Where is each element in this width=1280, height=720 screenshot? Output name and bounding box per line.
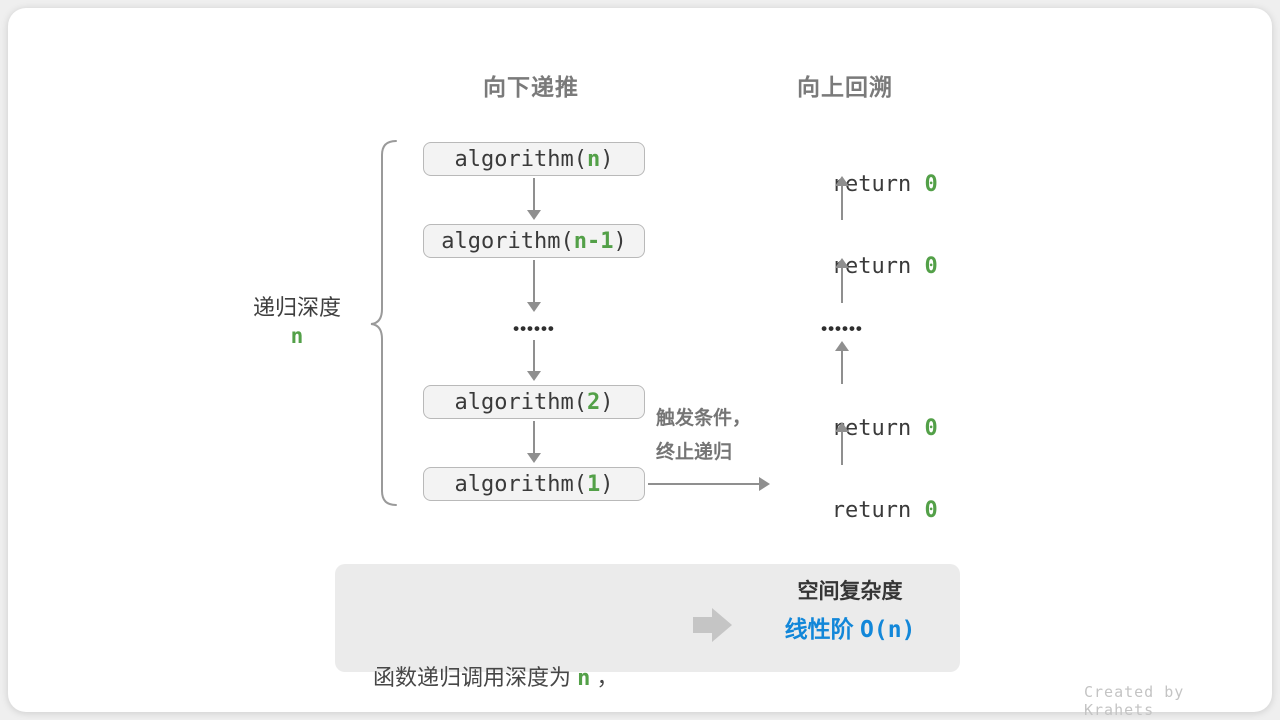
space-complexity-value: 线性阶 O(n) [760,608,940,651]
depth-brace [370,140,397,506]
code-text: algorithm( [454,146,587,172]
code-text: ) [600,471,614,497]
trigger-label: 触发条件， 终止递归 [656,402,776,470]
arrowhead-right-icon [759,477,770,491]
summary-text: 函数递归调用深度为 n ， 共使用 O(n) 的栈帧空间 [373,580,703,720]
diagram-card: 向下递推 向上回溯 递归深度 n algorithm(n) algorithm(… [8,8,1272,719]
header-upward-backtracking: 向上回溯 [797,74,893,100]
code-text: ) [600,146,614,172]
arrow-shaft [840,268,844,303]
stack-box-n-1: algorithm(n-1) [423,224,645,258]
up-arrow [835,422,849,465]
arrow-shaft [532,178,536,210]
right-arrow [648,477,770,491]
arrowhead-up-icon [835,341,849,351]
ellipsis-right: •••••• [821,319,863,338]
return-row: return 0 [745,147,945,197]
code-return-value: 0 [924,254,938,279]
code-text: ) [613,228,627,254]
summary-line1: 函数递归调用深度为 n ， [373,658,703,698]
code-arg: 2 [586,389,601,415]
up-arrow [835,341,849,384]
summary-line1-var: n [577,666,591,691]
header-downward-recursion: 向下递推 [483,74,579,100]
arrow-shaft [648,482,759,486]
stack-box-1: algorithm(1) [423,467,645,501]
code-arg: n [586,146,601,172]
code-return-value: 0 [924,416,938,441]
return-row: return 0 [745,391,945,441]
arrowhead-up-icon [835,422,849,432]
down-arrow [527,340,541,381]
down-arrow [527,421,541,463]
code-text: return [831,498,925,523]
complexity-notation: O(n) [860,617,916,643]
stack-box-2: algorithm(2) [423,385,645,419]
code-arg: n-1 [573,228,614,254]
summary-line1-punct: ， [590,665,619,690]
depth-label: 递归深度 [252,295,341,320]
summary-result: 空间复杂度 线性阶 O(n) [760,576,940,651]
complexity-order-label: 线性阶 [784,616,860,642]
arrowhead-down-icon [527,371,541,381]
up-arrow [835,258,849,303]
depth-value: n [290,324,304,348]
return-row: return 0 [745,473,945,523]
ellipsis-left: •••••• [513,319,555,338]
down-arrow [527,260,541,312]
arrow-shaft [532,260,536,302]
arrow-shaft [840,432,844,465]
up-arrow [835,176,849,220]
arrowhead-up-icon [835,176,849,186]
code-text: algorithm( [454,471,587,497]
credit-text: Created by Krahets [1084,683,1185,719]
arrow-shaft [840,351,844,384]
summary-line1-text: 函数递归调用深度为 [373,665,578,690]
arrow-shaft [532,421,536,453]
space-complexity-title: 空间复杂度 [797,580,903,603]
arrow-shaft [840,186,844,220]
code-text: ) [600,389,614,415]
trigger-line2: 终止递归 [656,442,733,463]
summary-panel: 函数递归调用深度为 n ， 共使用 O(n) 的栈帧空间 空间复杂度 线性阶 O… [335,564,960,691]
arrowhead-up-icon [835,258,849,268]
code-arg: 1 [586,471,601,497]
code-return-value: 0 [924,172,938,197]
code-text: algorithm( [441,228,574,254]
block-arrow-right-icon [693,608,732,642]
down-arrow [527,178,541,220]
arrowhead-down-icon [527,453,541,463]
trigger-line1: 触发条件， [656,408,752,429]
arrow-shaft [532,340,536,371]
arrowhead-down-icon [527,302,541,312]
return-row: return 0 [745,229,945,279]
arrowhead-down-icon [527,210,541,220]
code-return-value: 0 [924,498,938,523]
code-text: algorithm( [454,389,587,415]
stack-box-n: algorithm(n) [423,142,645,176]
